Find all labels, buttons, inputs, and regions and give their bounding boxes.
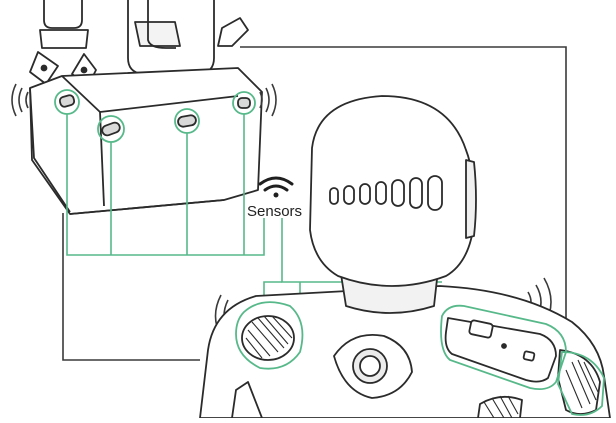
sensors-label: Sensors	[247, 203, 302, 220]
humanoid-robot	[200, 96, 610, 418]
gripper-unit	[30, 0, 262, 214]
wifi-icon	[260, 178, 292, 198]
